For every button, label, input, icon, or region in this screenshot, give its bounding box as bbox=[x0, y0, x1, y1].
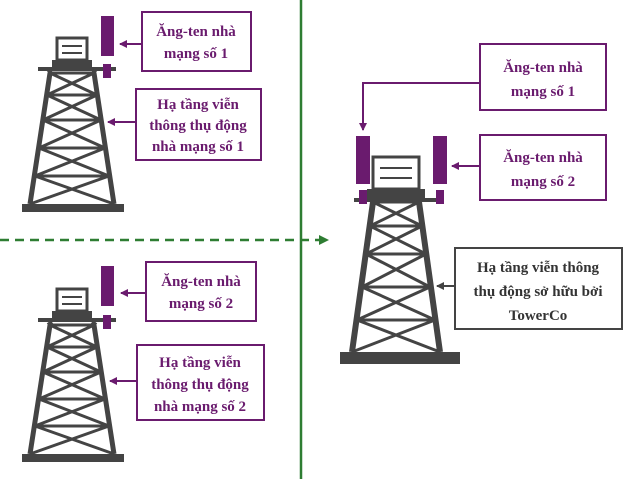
tower-shared bbox=[340, 155, 460, 364]
label-box-antenna-2 bbox=[145, 261, 257, 322]
label-shared-antenna-1-line2: mạng số 1 bbox=[511, 84, 575, 100]
antenna-shared-operator-2 bbox=[433, 136, 447, 184]
label-box-infra-2 bbox=[136, 344, 265, 421]
label-shared-antenna-2-line2: mạng số 2 bbox=[511, 174, 575, 190]
label-shared-infra-line3: TowerCo bbox=[509, 308, 568, 324]
label-antenna-1-line2: mạng số 1 bbox=[164, 46, 228, 62]
label-box-shared-infra bbox=[454, 247, 623, 330]
antenna-mount bbox=[103, 64, 111, 78]
label-infra-2-line2: thông thụ động bbox=[151, 377, 249, 393]
antenna-operator-2 bbox=[101, 266, 114, 306]
label-infra-2-line1: Hạ tầng viễn bbox=[159, 355, 241, 371]
label-box-shared-antenna-1 bbox=[479, 43, 607, 111]
label-antenna-2-line2: mạng số 2 bbox=[169, 296, 233, 312]
antenna-mount bbox=[359, 190, 367, 204]
label-infra-1-line1: Hạ tầng viễn bbox=[157, 97, 239, 113]
antenna-mount bbox=[103, 315, 111, 329]
label-infra-1-line3: nhà mạng số 1 bbox=[152, 139, 244, 155]
label-shared-infra-line2: thụ động sở hữu bởi bbox=[473, 284, 602, 300]
label-shared-infra-line1: Hạ tầng viễn thông bbox=[477, 260, 600, 276]
tower-operator-1 bbox=[22, 36, 124, 212]
label-infra-1-line2: thông thụ động bbox=[149, 118, 247, 134]
label-infra-2-line3: nhà mạng số 2 bbox=[154, 399, 246, 415]
tower-operator-2 bbox=[22, 287, 124, 462]
label-box-antenna-1 bbox=[141, 11, 252, 72]
label-shared-antenna-2-line1: Ăng-ten nhà bbox=[503, 149, 583, 166]
antenna-operator-1 bbox=[101, 16, 114, 56]
label-shared-antenna-1-line1: Ăng-ten nhà bbox=[503, 59, 583, 76]
label-antenna-1-line1: Ăng-ten nhà bbox=[156, 23, 236, 40]
label-box-shared-antenna-2 bbox=[479, 134, 607, 201]
label-box-infra-1 bbox=[135, 88, 262, 161]
antenna-mount bbox=[436, 190, 444, 204]
arrow-shared-antenna-1 bbox=[359, 82, 480, 131]
antenna-shared-operator-1 bbox=[356, 136, 370, 184]
label-antenna-2-line1: Ăng-ten nhà bbox=[161, 273, 241, 290]
